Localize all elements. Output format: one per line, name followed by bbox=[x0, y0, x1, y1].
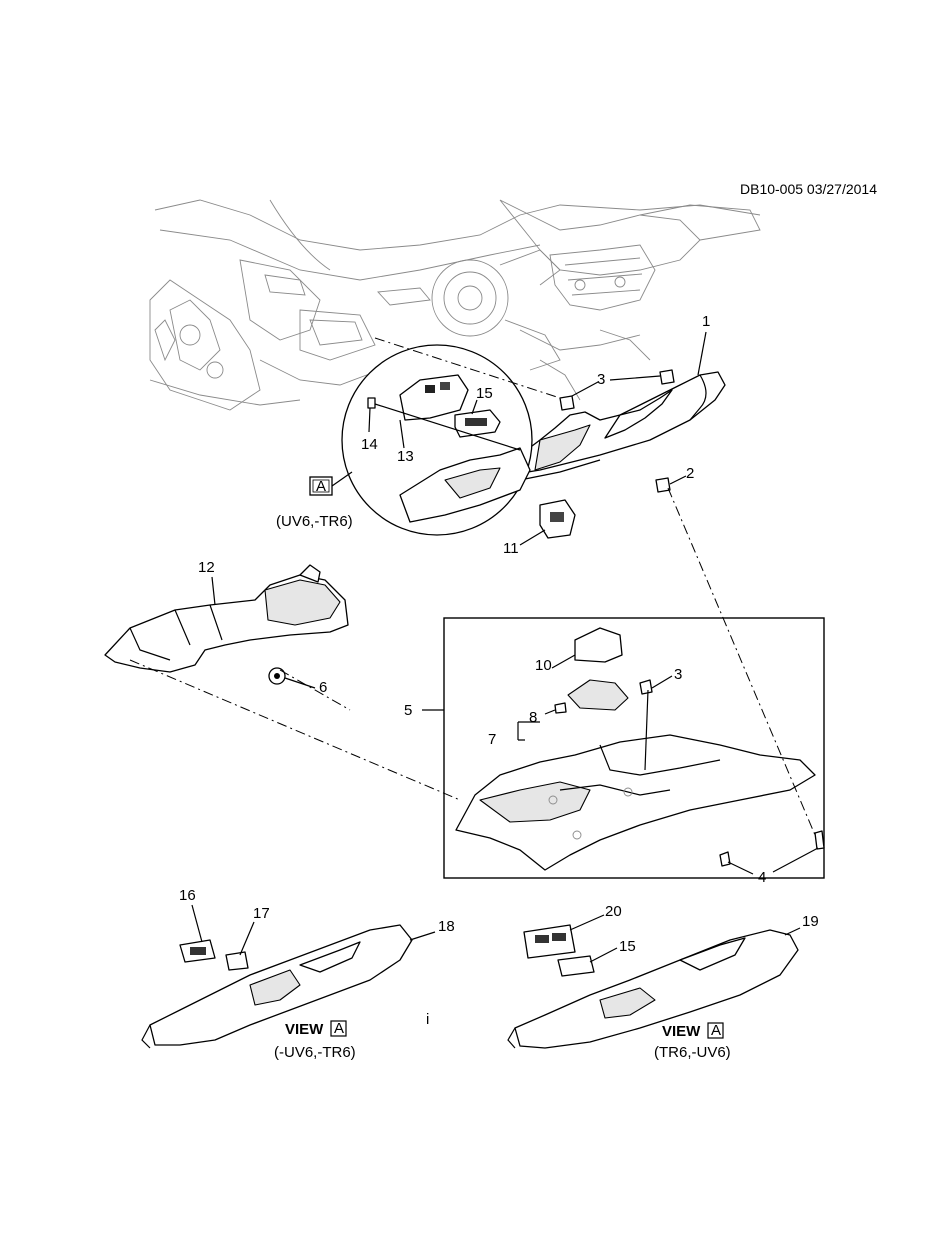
callout-12: 12 bbox=[198, 559, 215, 576]
svg-text:VIEW: VIEW bbox=[662, 1023, 701, 1040]
callout-19: 19 bbox=[802, 913, 819, 930]
svg-text:A: A bbox=[316, 478, 326, 495]
svg-text:(TR6,-UV6): (TR6,-UV6) bbox=[654, 1044, 731, 1061]
diagram-code: DB10-005 03/27/2014 bbox=[740, 181, 877, 197]
part-2-clip bbox=[655, 477, 671, 493]
part-4-screw-a bbox=[719, 851, 731, 867]
view-right-assembly bbox=[507, 924, 799, 1049]
part-3-clip-a bbox=[559, 395, 575, 411]
part-4-screw-b bbox=[814, 830, 825, 850]
assembly-lines bbox=[129, 337, 816, 836]
svg-text:VIEW: VIEW bbox=[285, 1021, 324, 1038]
part-3-clip-c bbox=[639, 679, 653, 695]
callout-2: 2 bbox=[686, 465, 694, 482]
part-5-frame bbox=[443, 617, 825, 879]
svg-text:A: A bbox=[711, 1022, 721, 1039]
callout-14: 14 bbox=[361, 436, 378, 453]
callout-3-upper: 3 bbox=[597, 371, 605, 388]
detail-applicability-note: (UV6,-TR6) bbox=[276, 513, 353, 530]
part-12-bracket bbox=[104, 564, 349, 673]
part-8-fastener bbox=[554, 702, 567, 714]
part-5-bracket bbox=[455, 734, 816, 871]
callout-15-view: 15 bbox=[619, 938, 636, 955]
callout-11: 11 bbox=[503, 540, 519, 557]
callout-7: 7 bbox=[488, 731, 496, 748]
callout-5: 5 bbox=[404, 702, 412, 719]
view-right-leaders bbox=[569, 914, 801, 963]
callout-3-box: 3 bbox=[674, 666, 682, 683]
detail-circle bbox=[341, 344, 533, 536]
stray-mark: i bbox=[426, 1011, 429, 1028]
callout-13: 13 bbox=[397, 448, 414, 465]
view-right-label: VIEW A (TR6,-UV6) bbox=[654, 1022, 731, 1061]
view-left-leaders bbox=[191, 904, 436, 956]
svg-text:(-UV6,-TR6): (-UV6,-TR6) bbox=[274, 1044, 356, 1061]
callout-18: 18 bbox=[438, 918, 455, 935]
dashboard-background bbox=[149, 199, 761, 411]
part-10-cover bbox=[574, 627, 623, 663]
callout-17: 17 bbox=[253, 905, 270, 922]
callout-15-detail: 15 bbox=[476, 385, 493, 402]
part-6-nut bbox=[268, 667, 286, 685]
callout-numbers: 1 2 3 3 4 5 6 7 8 10 11 12 13 14 15 15 1… bbox=[179, 313, 819, 955]
callout-4: 4 bbox=[758, 869, 766, 886]
view-left-assembly bbox=[141, 924, 413, 1049]
view-a-marker: A bbox=[309, 471, 353, 496]
view-left-label: VIEW A (-UV6,-TR6) bbox=[274, 1020, 356, 1061]
callout-1: 1 bbox=[702, 313, 710, 330]
callout-16: 16 bbox=[179, 887, 196, 904]
part-3-clip-b bbox=[659, 369, 675, 385]
callout-20: 20 bbox=[605, 903, 622, 920]
callout-6: 6 bbox=[319, 679, 327, 696]
svg-text:A: A bbox=[334, 1020, 344, 1037]
callout-leaders bbox=[211, 331, 819, 875]
callout-8: 8 bbox=[529, 709, 537, 726]
part-7-pad bbox=[567, 679, 629, 711]
callout-10: 10 bbox=[535, 657, 552, 674]
